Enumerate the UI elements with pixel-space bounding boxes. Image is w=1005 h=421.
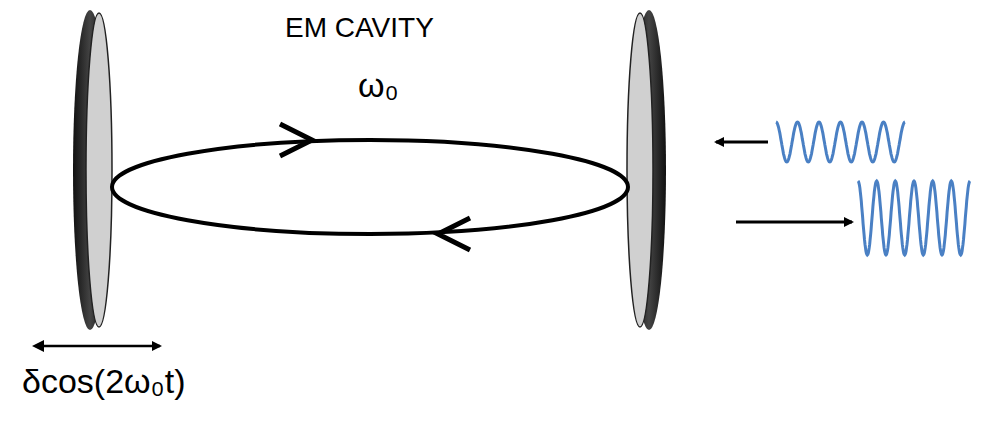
motion-arrowhead	[32, 340, 44, 352]
loop-arrowhead	[280, 124, 312, 156]
cavity-title: EM CAVITY	[285, 12, 434, 44]
input-arrow	[716, 141, 768, 144]
motion-arrow	[42, 345, 160, 348]
frequency-label: ω₀	[358, 66, 399, 105]
modulation-label: δcos(2ω₀t)	[22, 362, 186, 401]
loop-arrowhead	[438, 218, 470, 250]
cavity-loop	[112, 140, 628, 234]
left-mirror	[73, 10, 112, 330]
input-wave	[776, 122, 905, 162]
output-wave	[858, 181, 970, 255]
right-mirror	[627, 10, 666, 330]
output-arrow	[736, 221, 852, 224]
